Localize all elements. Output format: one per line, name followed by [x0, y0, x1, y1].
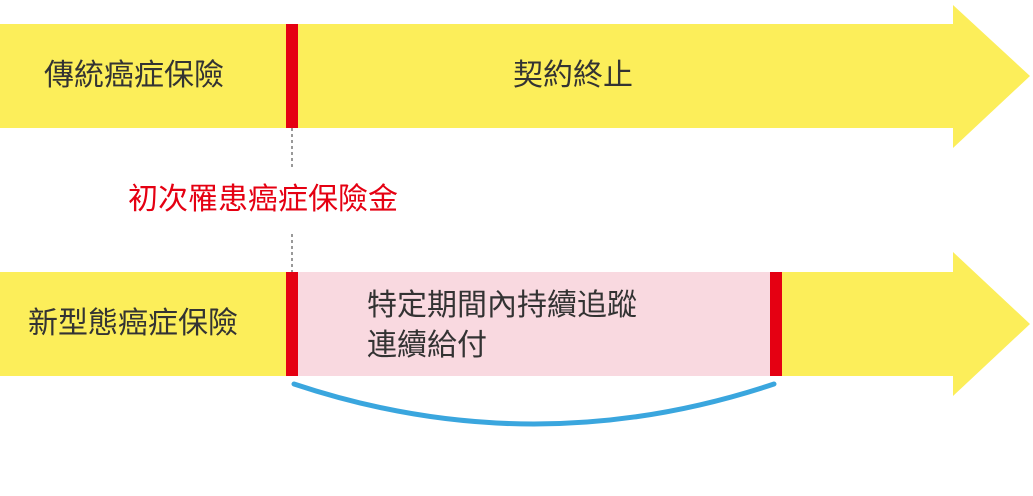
continuous-benefit-line1: 特定期間內持續追蹤: [367, 288, 637, 323]
new-type-period-end-marker: [770, 272, 782, 376]
continuous-benefit-line2: 連續給付: [367, 328, 487, 363]
follow-up-period-highlight: [292, 272, 778, 376]
traditional-arrow: [0, 5, 1030, 148]
first-diagnosis-benefit-label: 初次罹患癌症保險金: [128, 182, 398, 217]
period-bracket: [291, 381, 777, 427]
new-type-label: 新型態癌症保險: [28, 306, 238, 341]
contract-termination-label: 契約終止: [513, 58, 633, 93]
new-type-diagnosis-marker: [286, 272, 298, 376]
traditional-diagnosis-marker: [286, 24, 298, 128]
continuous-benefit-text: 特定期間內持續追蹤 連續給付: [367, 286, 637, 366]
traditional-label: 傳統癌症保險: [44, 58, 224, 93]
